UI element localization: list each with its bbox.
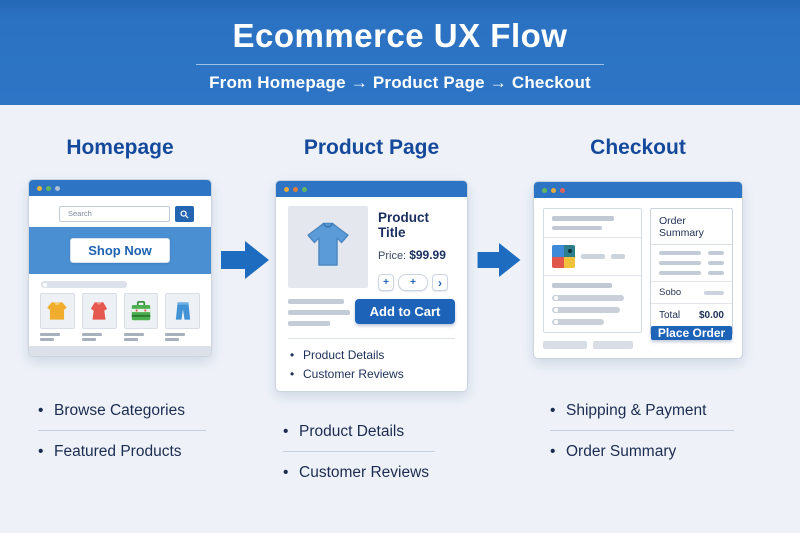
hero-banner: Shop Now <box>29 227 211 274</box>
card-text-skeleton <box>81 333 117 341</box>
product-card-row <box>40 293 200 341</box>
product-card[interactable] <box>40 293 75 341</box>
header-banner: Ecommerce UX Flow From Homepage → Produc… <box>0 0 800 105</box>
window-control-dot <box>542 187 547 193</box>
subtotal-value-skeleton <box>704 290 724 295</box>
item-text-skeleton <box>581 254 605 259</box>
form-footer-buttons <box>543 341 642 349</box>
search-button[interactable] <box>175 206 194 222</box>
product-card[interactable] <box>165 293 200 341</box>
quantity-stepper: + + › <box>378 274 455 291</box>
stepper-plus-button[interactable]: + <box>398 274 428 291</box>
stepper-next-button[interactable]: › <box>432 274 448 291</box>
bullet-product-details: Product Details <box>290 346 453 365</box>
window-control-dot <box>302 186 307 192</box>
product-price: Price: $99.99 <box>378 248 455 262</box>
flow-arrow-right-icon <box>221 241 269 279</box>
window-control-dot <box>551 187 556 193</box>
footer-button-skeleton[interactable] <box>543 341 587 349</box>
note-browse-categories: Browse Categories <box>38 399 206 422</box>
page-title: Ecommerce UX Flow <box>232 17 568 54</box>
product-page-notes: Product Details Customer Reviews <box>283 420 435 484</box>
search-input[interactable]: Search <box>59 206 170 222</box>
card-text-skeleton <box>40 333 75 341</box>
form-section-skeleton <box>544 209 641 237</box>
top-icon <box>81 293 117 329</box>
filter-bar <box>41 281 127 288</box>
homepage-window-mockup: Search Shop Now <box>28 179 212 357</box>
heading-product-page: Product Page <box>303 136 440 159</box>
cart-item-thumbnail <box>552 245 575 268</box>
payment-options-section <box>544 275 641 332</box>
magnifier-icon <box>180 209 189 219</box>
total-row: Total $0.00 <box>651 304 732 326</box>
note-order-summary: Order Summary <box>550 440 734 463</box>
homepage-titlebar <box>29 180 211 196</box>
note-customer-reviews: Customer Reviews <box>283 461 435 484</box>
footer-button-skeleton[interactable] <box>593 341 633 349</box>
header-divider <box>196 64 604 65</box>
note-divider <box>38 430 206 431</box>
heading-checkout: Checkout <box>590 136 686 159</box>
window-control-dot <box>46 185 51 191</box>
jeans-icon <box>165 293 200 329</box>
description-skeleton <box>288 299 350 326</box>
order-summary-title: Order Summary <box>651 209 732 245</box>
homepage-notes: Browse Categories Featured Products <box>38 399 206 463</box>
order-summary-card: Order Summary Sobo Total $0.00 Place Ord… <box>650 208 733 340</box>
total-value: $0.00 <box>698 310 724 321</box>
flow-subtitle: From Homepage → Product Page → Checkout <box>209 73 591 92</box>
window-control-dot <box>293 186 298 192</box>
card-text-skeleton <box>123 333 159 341</box>
total-label: Total <box>659 310 681 321</box>
product-titlebar <box>276 181 467 197</box>
product-card[interactable] <box>81 293 117 341</box>
product-card[interactable] <box>123 293 159 341</box>
stepper-plus-button[interactable]: + <box>378 274 394 291</box>
summary-line-items <box>651 245 732 282</box>
suitcase-icon <box>123 293 159 329</box>
bullet-customer-reviews: Customer Reviews <box>290 365 453 384</box>
subtotal-label: Sobo <box>659 287 682 298</box>
checkout-notes: Shipping & Payment Order Summary <box>550 399 734 463</box>
sweater-icon <box>40 293 75 329</box>
window-control-dot <box>284 186 289 192</box>
tshirt-icon <box>307 222 349 266</box>
note-shipping-payment: Shipping & Payment <box>550 399 734 422</box>
radio-option-row[interactable] <box>552 295 624 301</box>
checkout-window-mockup: Order Summary Sobo Total $0.00 Place Ord… <box>533 181 743 359</box>
price-value: $99.99 <box>409 248 446 262</box>
add-to-cart-button[interactable]: Add to Cart <box>355 299 455 324</box>
subtotal-row: Sobo <box>651 282 732 304</box>
checkout-titlebar <box>534 182 742 198</box>
place-order-button[interactable]: Place Order <box>651 326 732 340</box>
cart-item-row <box>544 237 641 275</box>
item-text-skeleton <box>611 254 625 259</box>
product-image <box>288 206 368 288</box>
product-page-window-mockup: Product Title Price: $99.99 + + › Add to… <box>275 180 468 392</box>
flow-arrow-right-icon <box>477 243 521 277</box>
note-featured-products: Featured Products <box>38 440 206 463</box>
radio-option-row[interactable] <box>552 307 620 313</box>
note-divider <box>550 430 734 431</box>
shipping-payment-form <box>543 208 642 333</box>
section-divider <box>288 338 455 339</box>
window-control-dot <box>560 187 565 193</box>
note-product-details: Product Details <box>283 420 435 443</box>
window-control-dot <box>55 185 60 191</box>
product-title: Product Title <box>378 210 430 240</box>
card-text-skeleton <box>165 333 200 341</box>
radio-option-row[interactable] <box>552 319 604 325</box>
heading-homepage: Homepage <box>66 136 174 159</box>
product-window-bullets: Product Details Customer Reviews <box>290 346 453 384</box>
search-bar: Search <box>59 206 194 222</box>
price-label: Price: <box>378 250 407 262</box>
note-divider <box>283 451 435 452</box>
homepage-footer-strip <box>29 346 211 356</box>
shop-now-button[interactable]: Shop Now <box>70 238 170 263</box>
window-control-dot <box>37 185 42 191</box>
